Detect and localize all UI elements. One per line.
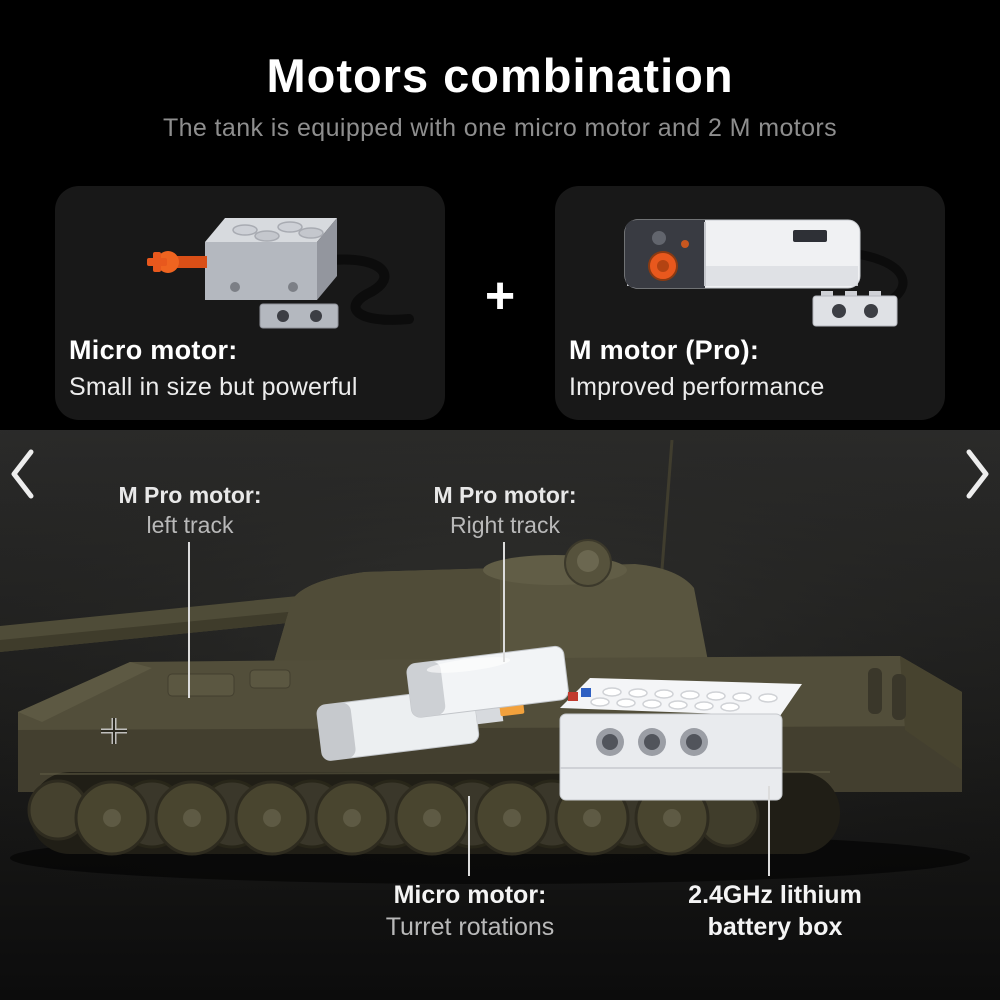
tank-illustration: [0, 430, 1000, 890]
battery-box: [559, 678, 802, 801]
gun-barrel: [0, 596, 298, 652]
m-motor-label: M motor (Pro):: [569, 335, 760, 365]
chevron-right-icon: [966, 449, 989, 499]
carousel-next-button[interactable]: [960, 446, 994, 502]
micro-motor-image: [147, 218, 414, 329]
m-motor-description: Improved performance: [569, 373, 825, 401]
m-motor-card: M motor (Pro): Improved performance: [555, 186, 945, 420]
carousel-prev-button[interactable]: [6, 446, 40, 502]
m-pro-motor-right-unit: [406, 645, 569, 718]
page-subtitle: The tank is equipped with one micro moto…: [162, 114, 838, 142]
callout-right-track: M Pro motor: Right track: [375, 482, 635, 539]
callout-line-right-track: [503, 542, 505, 662]
callout-turret-text: Turret rotations: [385, 913, 555, 941]
callout-right-track-title: M Pro motor:: [433, 482, 577, 508]
micro-motor-card: Micro motor: Small in size but powerful: [55, 186, 445, 420]
tank-photo-section: M Pro motor: left track M Pro motor: Rig…: [0, 430, 1000, 1000]
callout-line-left-track: [188, 542, 190, 698]
callout-right-track-text: Right track: [450, 511, 560, 538]
callout-left-track-title: M Pro motor:: [118, 482, 262, 508]
callout-turret-title: Micro motor:: [393, 881, 547, 909]
turret: [268, 539, 712, 682]
callout-battery-title: 2.4GHz lithium: [688, 881, 862, 909]
m-motor-image: [624, 219, 908, 327]
callout-battery: 2.4GHz lithium battery box: [625, 880, 925, 942]
tracks-and-wheels: [27, 771, 840, 856]
page-title: Motors combination: [266, 49, 734, 102]
callout-turret: Micro motor: Turret rotations: [315, 880, 625, 942]
chevron-left-icon: [11, 449, 34, 499]
plus-separator: +: [484, 267, 516, 325]
micro-motor-label: Micro motor:: [69, 335, 238, 365]
callout-line-turret: [468, 796, 470, 876]
micro-motor-description: Small in size but powerful: [69, 373, 358, 401]
callout-battery-text: battery box: [707, 913, 843, 941]
callout-left-track: M Pro motor: left track: [60, 482, 320, 539]
callout-left-track-text: left track: [146, 511, 234, 538]
callout-line-battery: [768, 786, 770, 876]
